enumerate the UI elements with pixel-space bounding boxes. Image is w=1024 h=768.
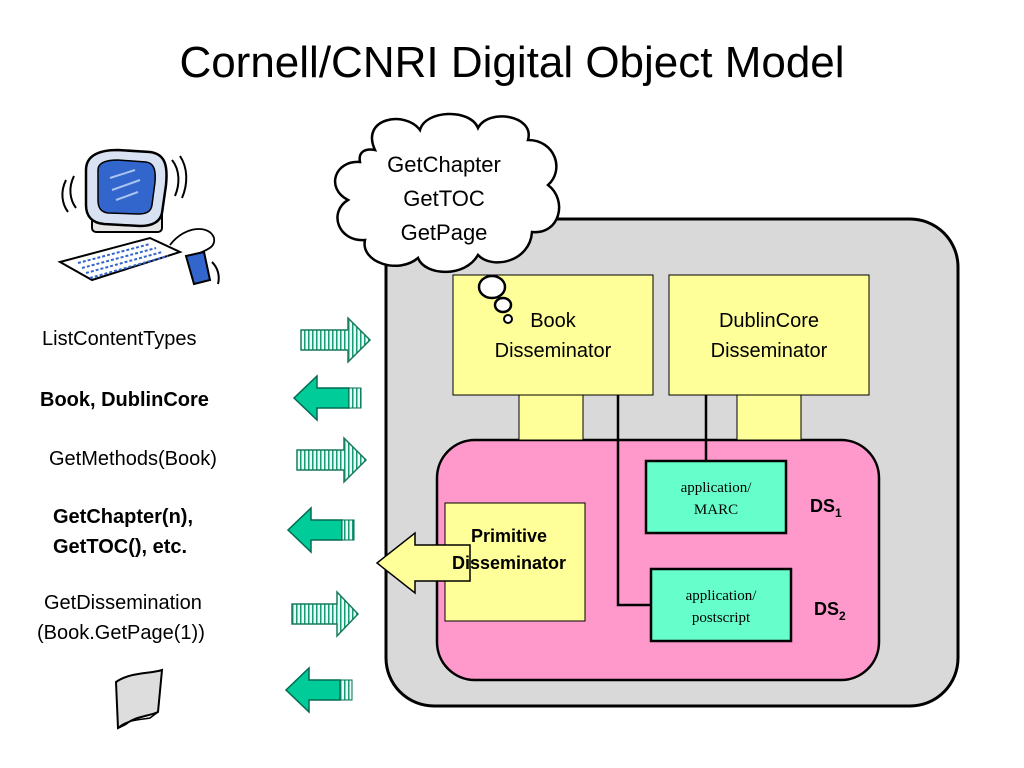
thought-dot-large-icon <box>477 274 507 300</box>
book-disseminator-label-2: Disseminator <box>495 340 612 362</box>
slide-title: Cornell/CNRI Digital Object Model <box>179 38 845 87</box>
dublincore-disseminator-connector <box>736 394 802 441</box>
datastream-marc-mime-1: application/ <box>681 480 753 496</box>
thought-dot-small-icon <box>503 314 513 324</box>
datastream-postscript-box <box>649 567 793 643</box>
request-arrow-3 <box>291 590 360 638</box>
datastream-postscript-mime-2: postscript <box>692 610 751 626</box>
dublincore-disseminator-label-2: Disseminator <box>711 340 828 362</box>
label-book-dublincore: Book, DublinCore <box>40 389 209 411</box>
dublincore-disseminator-box <box>668 274 870 396</box>
datastream-marc-mime-2: MARC <box>694 502 738 518</box>
label-list-content-types: ListContentTypes <box>42 328 197 350</box>
dublincore-disseminator-label-1: DublinCore <box>719 310 819 332</box>
label-get-dissemination-args: (Book.GetPage(1)) <box>37 622 205 644</box>
response-arrow-1 <box>292 374 362 422</box>
ds1-label: DS1 <box>810 496 842 520</box>
response-arrow-2 <box>286 506 355 554</box>
computer-icon <box>57 148 220 286</box>
document-icon <box>114 668 164 730</box>
thought-line-1: GetChapter <box>387 152 501 177</box>
book-to-postscript-line <box>616 395 651 607</box>
thought-dot-medium-icon <box>493 296 513 314</box>
primitive-output-arrow <box>375 531 471 595</box>
label-get-dissemination: GetDissemination <box>44 592 202 614</box>
response-arrow-3 <box>284 666 353 714</box>
book-disseminator-label-1: Book <box>530 310 577 332</box>
primitive-disseminator-label-1: Primitive <box>471 526 547 546</box>
datastream-marc-box <box>644 459 788 535</box>
book-disseminator-connector <box>518 394 584 441</box>
label-get-toc: GetTOC(), etc. <box>53 536 188 558</box>
thought-line-2: GetTOC <box>403 186 485 211</box>
thought-line-3: GetPage <box>401 220 488 245</box>
primitive-disseminator-label-2: Disseminator <box>452 553 566 573</box>
ds2-label: DS2 <box>814 599 846 623</box>
label-get-methods: GetMethods(Book) <box>49 448 217 470</box>
thought-cloud-icon <box>334 112 561 274</box>
label-get-chapter: GetChapter(n), <box>53 506 193 528</box>
datastream-postscript-mime-1: application/ <box>686 588 758 604</box>
thought-bubble: GetChapter GetTOC GetPage <box>334 112 561 324</box>
request-arrow-1 <box>300 316 372 364</box>
request-arrow-2 <box>296 436 368 484</box>
